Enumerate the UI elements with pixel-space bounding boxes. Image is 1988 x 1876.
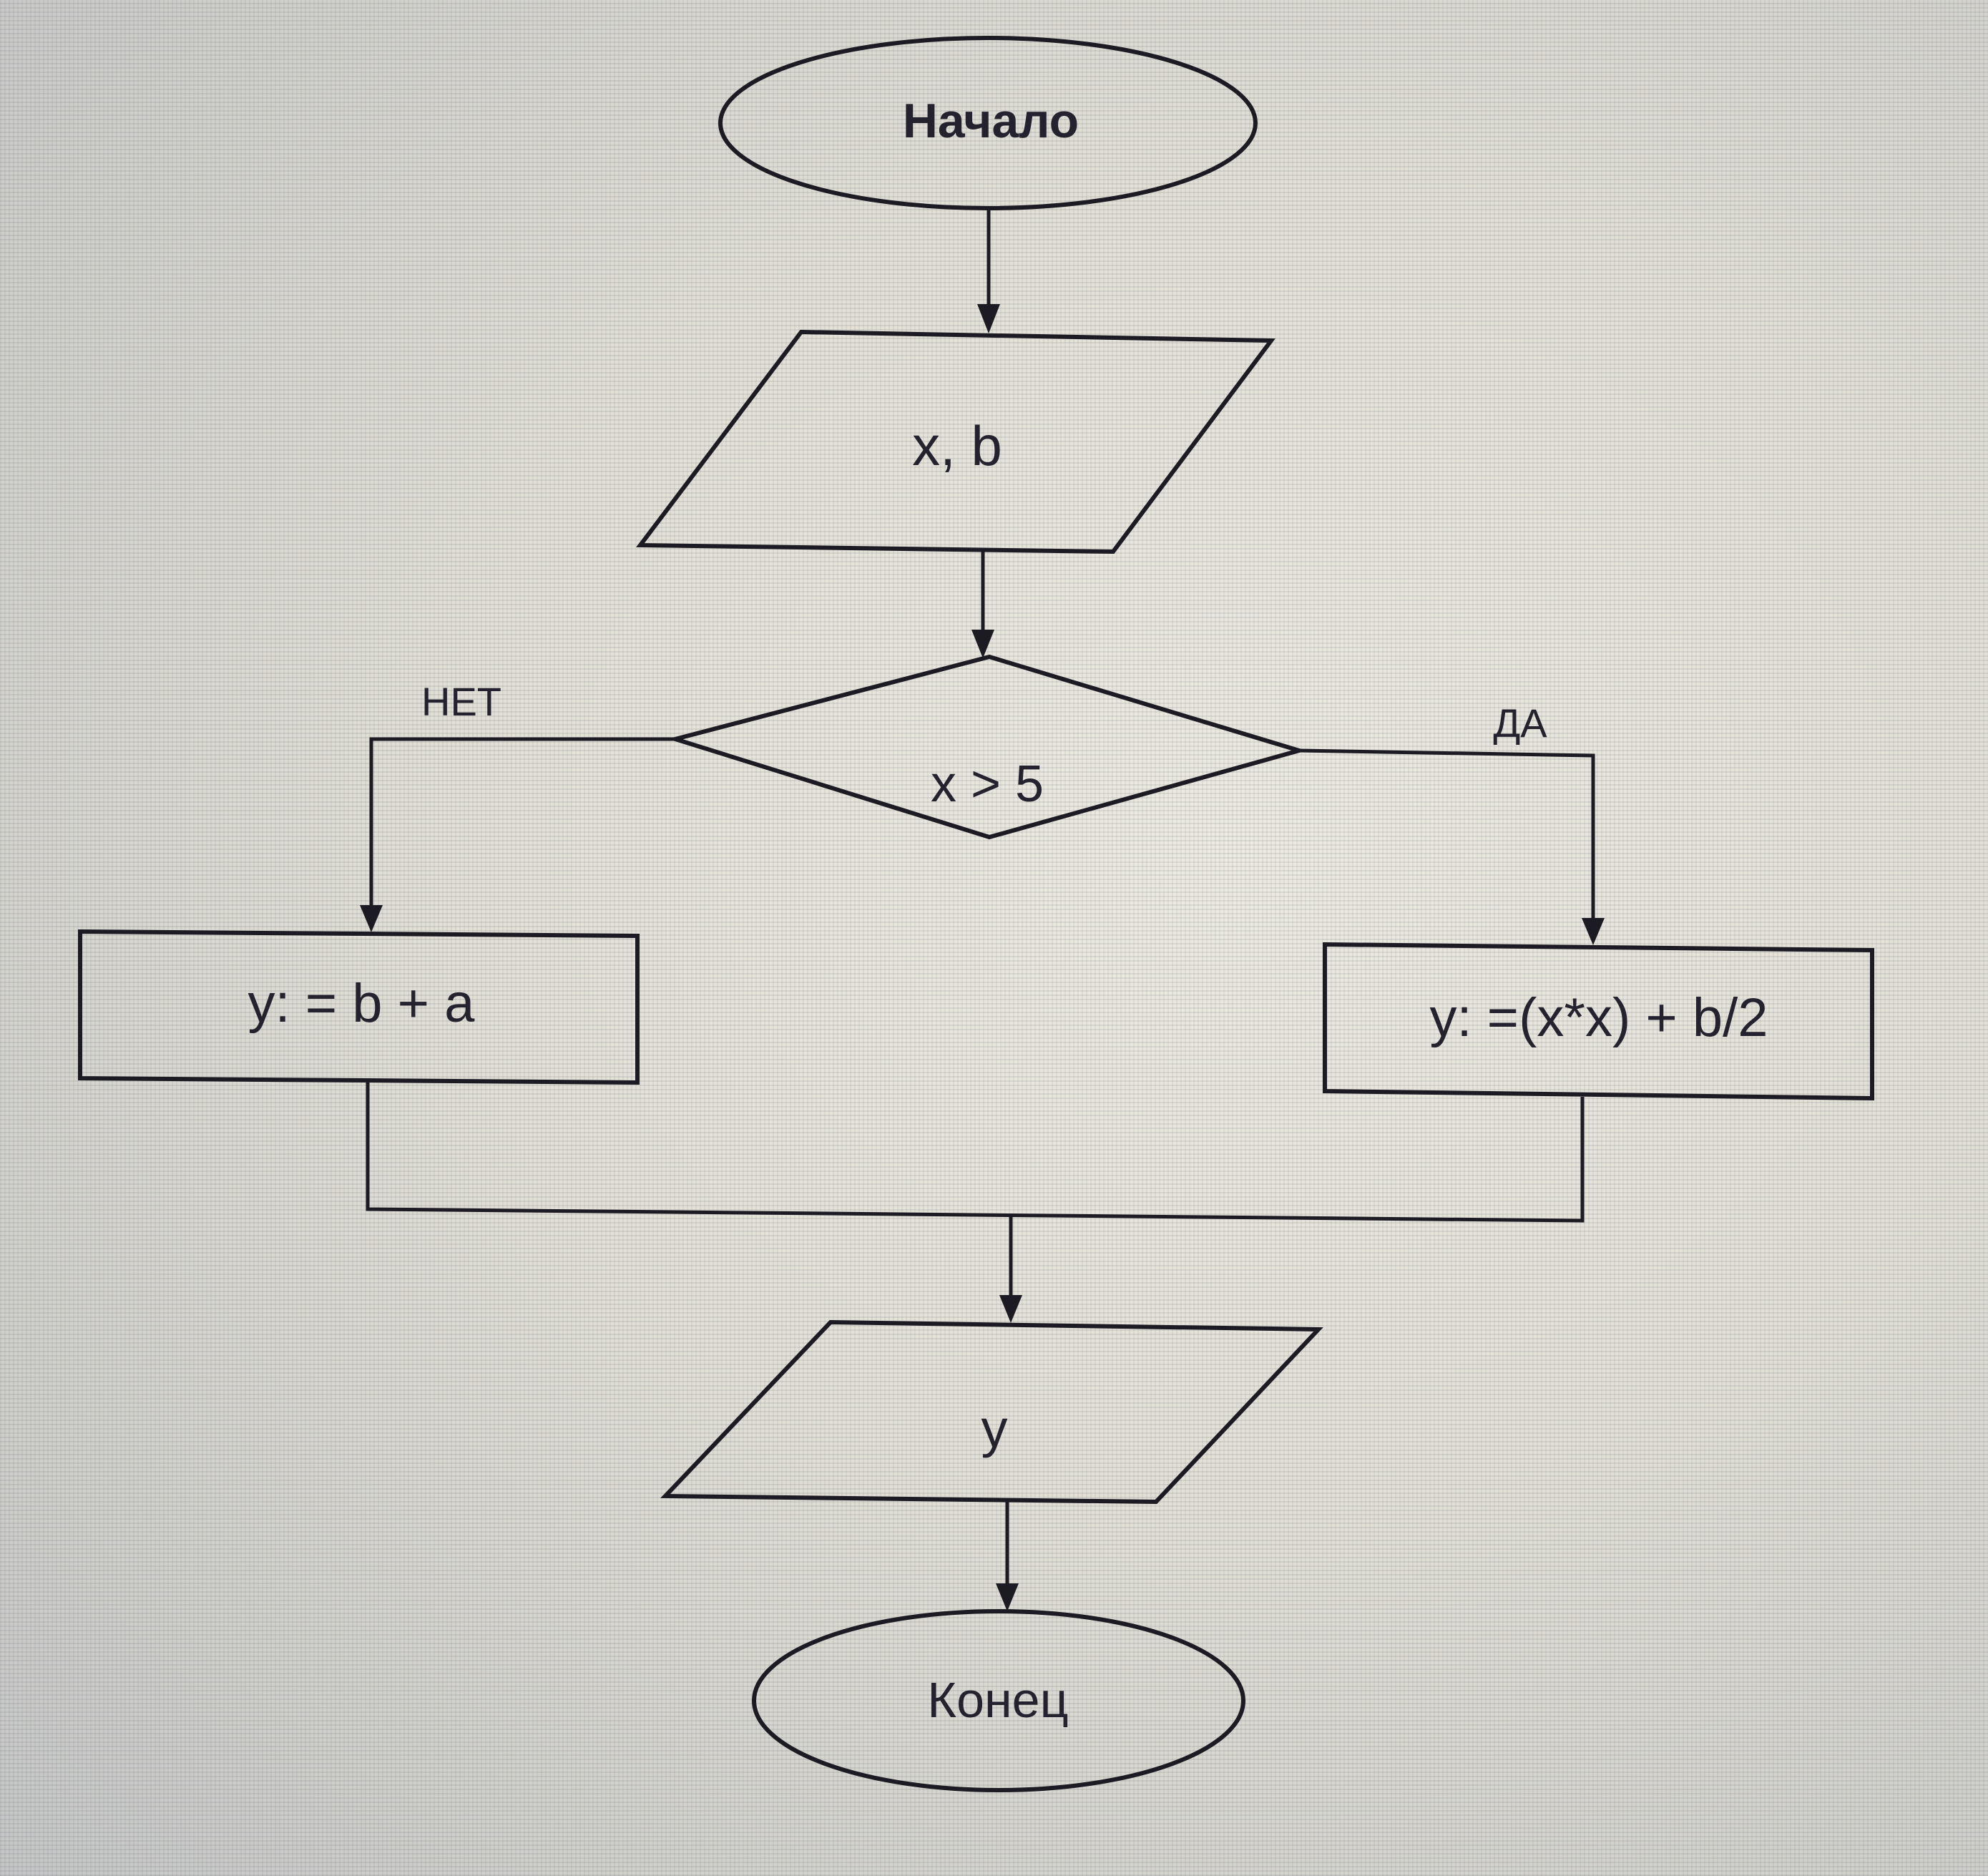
arrowhead-icon [996,1583,1019,1611]
decision-condition: x > 5 [931,756,1044,813]
merge-connector [366,1081,1585,1323]
end-label: Конец [927,1672,1068,1728]
start-ellipse [718,36,1258,210]
end-terminator: Конец [752,1609,1245,1792]
arrow-start-to-input [977,209,1000,333]
process-yes-rect [1323,942,1874,1101]
arrow-input-to-decision [971,552,994,658]
start-terminator: Начало [718,36,1258,210]
output-parallelogram [660,1319,1323,1505]
input-label: x, b [912,414,1002,477]
arrow-output-to-end [996,1502,1019,1611]
connector-line [366,1081,1585,1223]
branch-no-label: НЕТ [421,679,501,724]
arrowhead-icon [971,630,994,658]
branch-yes: ДА [1298,700,1605,945]
process-yes-block: y: =(x*x) + b/2 [1323,942,1874,1101]
end-ellipse [752,1609,1245,1792]
start-label: Начало [903,94,1079,148]
branch-yes-label: ДА [1493,700,1547,746]
arrowhead-icon [1582,918,1605,945]
arrowhead-icon [977,304,1000,333]
arrowhead-icon [360,905,383,932]
decision-diamond [667,654,1307,840]
process-no-rect [78,929,640,1085]
output-label: y [981,1399,1008,1458]
arrowhead-icon [999,1295,1022,1323]
process-yes-label: y: =(x*x) + b/2 [1429,987,1768,1048]
input-block: x, b [636,329,1275,555]
decision-block: x > 5 [667,654,1307,840]
output-block: y [660,1319,1323,1505]
branch-no: НЕТ [360,679,675,932]
connector-line [1298,748,1595,929]
input-parallelogram [636,329,1275,555]
connector-line [369,737,675,916]
process-no-block: y: = b + a [78,929,640,1085]
process-no-label: y: = b + a [248,973,476,1034]
